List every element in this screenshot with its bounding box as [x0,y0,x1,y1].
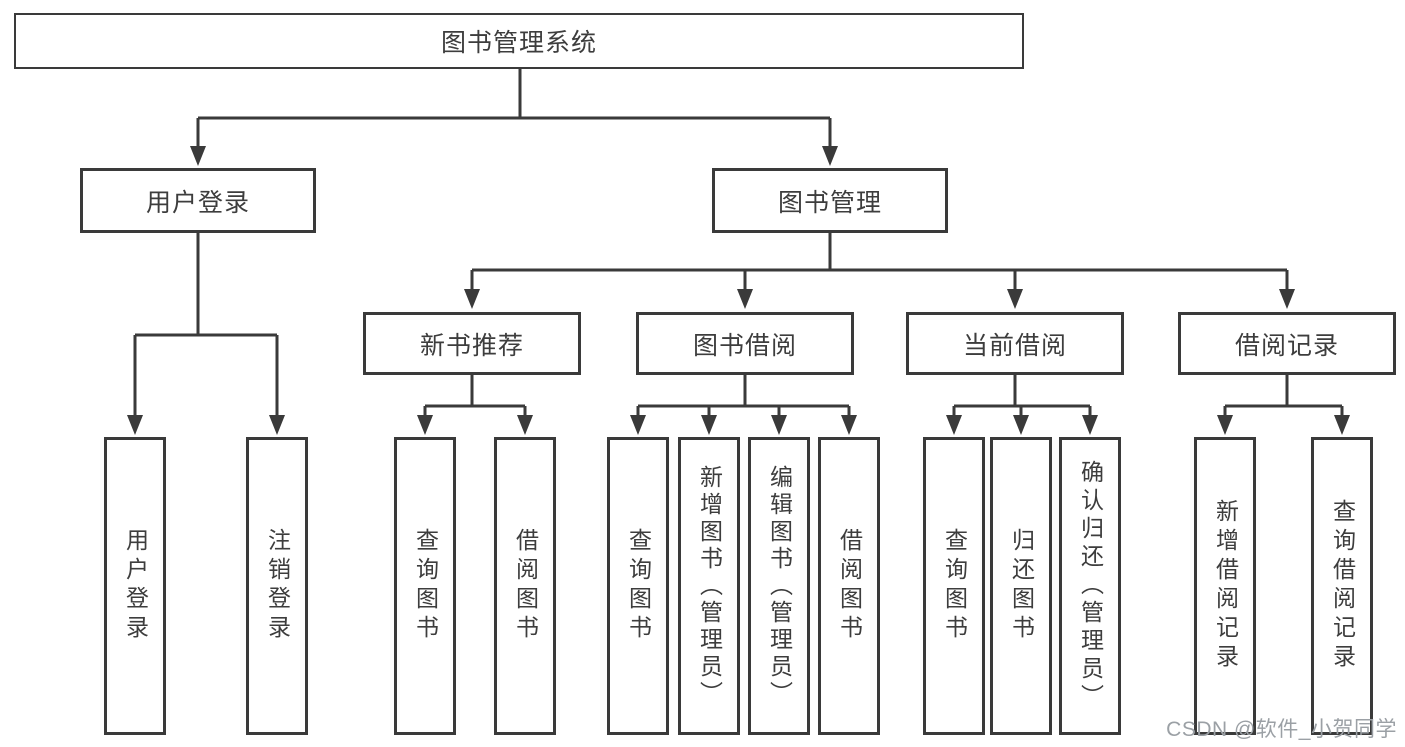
node-leaf-return-book-label: 归还图书 [1008,528,1035,644]
node-leaf-add-borrow-record-label: 新增借阅记录 [1212,499,1239,673]
node-book-management-label: 图书管理 [777,188,882,217]
node-leaf-borrow-book-2: 借阅图书 [818,437,880,735]
node-leaf-query-book-1: 查询图书 [394,437,456,735]
node-leaf-user-login: 用户登录 [104,437,166,735]
node-leaf-user-login-label: 用户登录 [122,528,149,644]
node-new-book-recommend: 新书推荐 [363,312,581,375]
node-leaf-confirm-return-admin-label: 确认归还（管理员） [1077,460,1104,712]
node-book-borrowing-label: 图书借阅 [692,331,797,360]
node-leaf-edit-book-admin-label: 编辑图书（管理员） [766,464,793,708]
node-leaf-query-book-2-label: 查询图书 [625,528,652,644]
node-borrowing-records: 借阅记录 [1178,312,1396,375]
node-current-borrowing: 当前借阅 [906,312,1124,375]
node-leaf-query-book-3: 查询图书 [923,437,985,735]
node-leaf-query-book-2: 查询图书 [607,437,669,735]
node-root-library-system: 图书管理系统 [14,13,1024,69]
node-borrowing-records-label: 借阅记录 [1234,331,1339,360]
node-leaf-add-book-admin-label: 新增图书（管理员） [696,464,723,708]
node-leaf-query-borrow-record: 查询借阅记录 [1311,437,1373,735]
node-current-borrowing-label: 当前借阅 [962,331,1067,360]
node-leaf-borrow-book-1: 借阅图书 [494,437,556,735]
node-user-login: 用户登录 [80,168,316,233]
node-book-borrowing: 图书借阅 [636,312,854,375]
node-leaf-return-book: 归还图书 [990,437,1052,735]
node-leaf-logout: 注销登录 [246,437,308,735]
node-leaf-add-borrow-record: 新增借阅记录 [1194,437,1256,735]
node-leaf-confirm-return-admin: 确认归还（管理员） [1059,437,1121,735]
node-leaf-edit-book-admin: 编辑图书（管理员） [748,437,810,735]
node-leaf-borrow-book-2-label: 借阅图书 [836,528,863,644]
node-leaf-logout-label: 注销登录 [264,528,291,644]
node-root-label: 图书管理系统 [440,29,597,57]
node-leaf-query-book-3-label: 查询图书 [941,528,968,644]
node-user-login-label: 用户登录 [145,188,250,217]
csdn-watermark: CSDN @软件_小贺同学 [1166,718,1397,741]
node-book-management: 图书管理 [712,168,948,233]
node-leaf-query-borrow-record-label: 查询借阅记录 [1329,499,1356,673]
node-new-book-recommend-label: 新书推荐 [419,331,524,360]
node-leaf-query-book-1-label: 查询图书 [412,528,439,644]
node-leaf-borrow-book-1-label: 借阅图书 [512,528,539,644]
node-leaf-add-book-admin: 新增图书（管理员） [678,437,740,735]
